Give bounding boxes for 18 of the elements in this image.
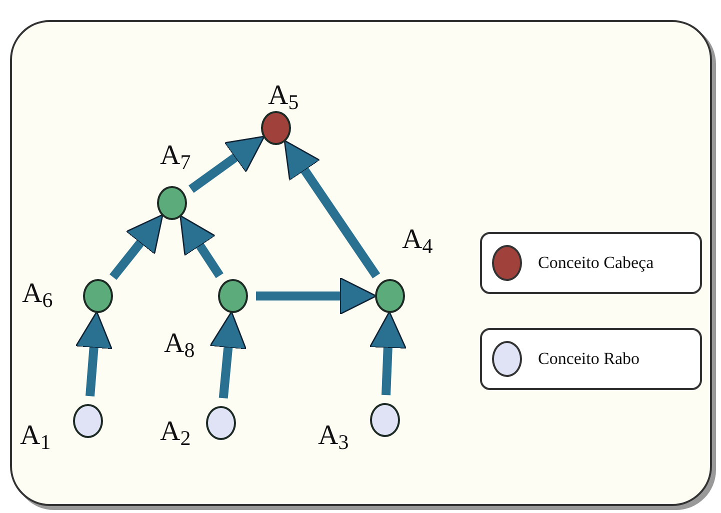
- node-label: A$_{6}$: [22, 280, 53, 308]
- legend-text: Conceito Cabeça: [538, 252, 654, 274]
- node-label: A$_{2}$: [160, 418, 191, 446]
- node-label: A$_{5}$: [268, 82, 299, 110]
- node-label: A$_{4}$: [402, 226, 433, 254]
- block-arrow: [284, 140, 380, 278]
- block-arrow: [75, 311, 112, 396]
- node-label: A$_{7}$: [160, 142, 191, 170]
- block-arrow: [188, 136, 265, 193]
- node-label: A$_{1}$: [20, 422, 51, 450]
- node-label: A$_{3}$: [318, 422, 349, 450]
- block-arrow: [256, 277, 377, 315]
- block-arrow: [210, 311, 247, 399]
- node-label: A$_{8}$: [164, 330, 195, 358]
- legend-text: Conceito Rabo: [538, 348, 640, 370]
- block-arrow: [180, 214, 224, 278]
- block-arrow: [369, 311, 407, 396]
- block-arrow: [110, 214, 164, 280]
